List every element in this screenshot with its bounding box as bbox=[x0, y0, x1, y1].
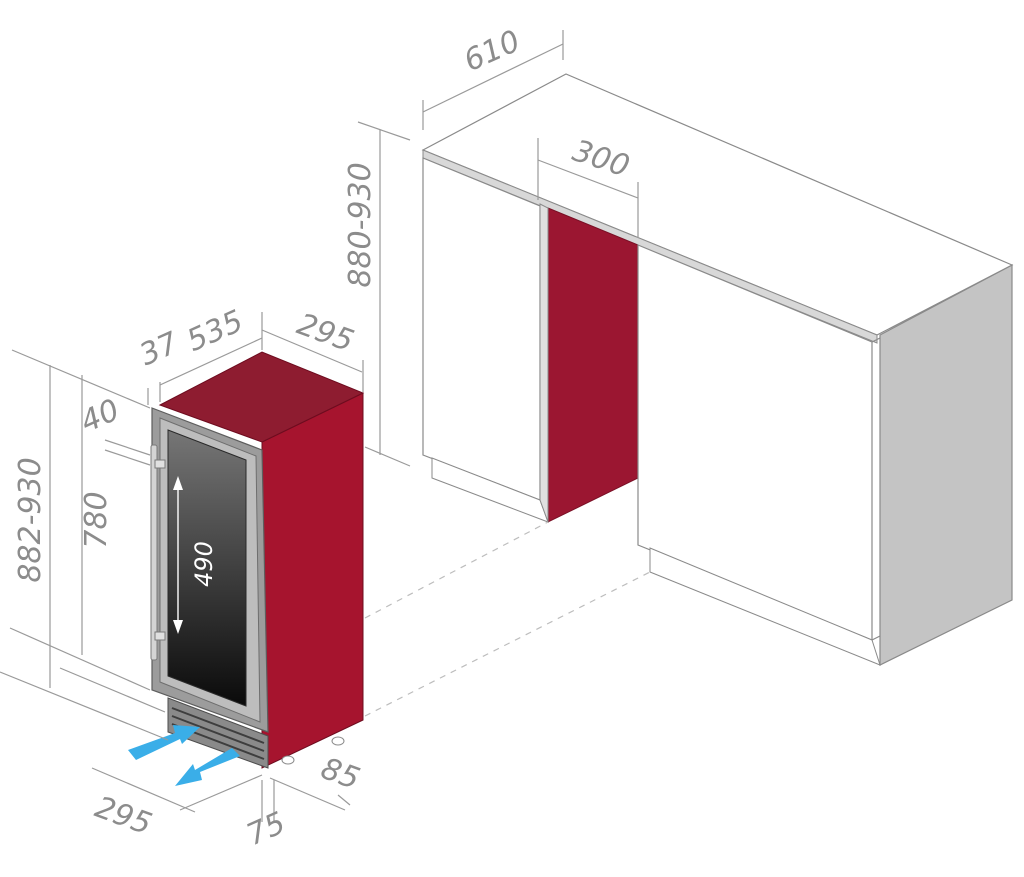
foot-offset-label: 75 bbox=[242, 806, 291, 854]
right-cabinet-plinth bbox=[649, 547, 881, 666]
airflow bbox=[128, 725, 240, 786]
base-width-label: 295 bbox=[90, 790, 156, 842]
left-cabinet-front bbox=[422, 157, 541, 501]
grille-slat bbox=[171, 707, 265, 744]
airflow-out-arrow-icon bbox=[175, 748, 240, 786]
handle-mount bbox=[154, 631, 166, 641]
airflow-in-arrow-icon bbox=[128, 725, 200, 760]
dimension-lines bbox=[0, 30, 639, 822]
door-thickness-label: 37 bbox=[135, 326, 184, 374]
cooler-width-label: 295 bbox=[292, 307, 358, 359]
glass-arrow-up bbox=[173, 476, 183, 490]
glass-arrow-down bbox=[173, 620, 183, 634]
cooler-depth-label: 535 bbox=[182, 304, 249, 359]
cooler-door-handle bbox=[150, 444, 158, 661]
floor-guides bbox=[364, 521, 651, 717]
niche-back-wall bbox=[547, 207, 639, 523]
body-height-label: 780 bbox=[79, 491, 114, 548]
base-depth-label: 85 bbox=[316, 751, 364, 797]
dimension-labels: 610 300 880-930 295 535 37 40 882-930 78… bbox=[13, 24, 634, 853]
cooler-side-panel bbox=[261, 392, 364, 769]
handle-mount bbox=[154, 459, 166, 469]
countertop-edge bbox=[422, 149, 878, 344]
kitchen-counter bbox=[421, 73, 1014, 666]
counter-depth-label: 610 bbox=[459, 24, 526, 79]
total-height-label: 882-930 bbox=[13, 457, 48, 582]
cooler-top-panel bbox=[158, 351, 365, 443]
cooler-door-glass bbox=[167, 429, 247, 707]
wine-cooler: 490 bbox=[150, 351, 365, 769]
glass-height-label: 490 bbox=[190, 541, 218, 587]
grille-slat bbox=[171, 715, 265, 752]
niche-height-label: 880-930 bbox=[343, 162, 378, 287]
niche-left-side bbox=[539, 203, 549, 523]
cooler-foot bbox=[281, 755, 295, 765]
counter-right-side bbox=[879, 264, 1013, 666]
cooler-foot bbox=[331, 736, 345, 746]
handle-offset-label: 40 bbox=[76, 393, 125, 441]
